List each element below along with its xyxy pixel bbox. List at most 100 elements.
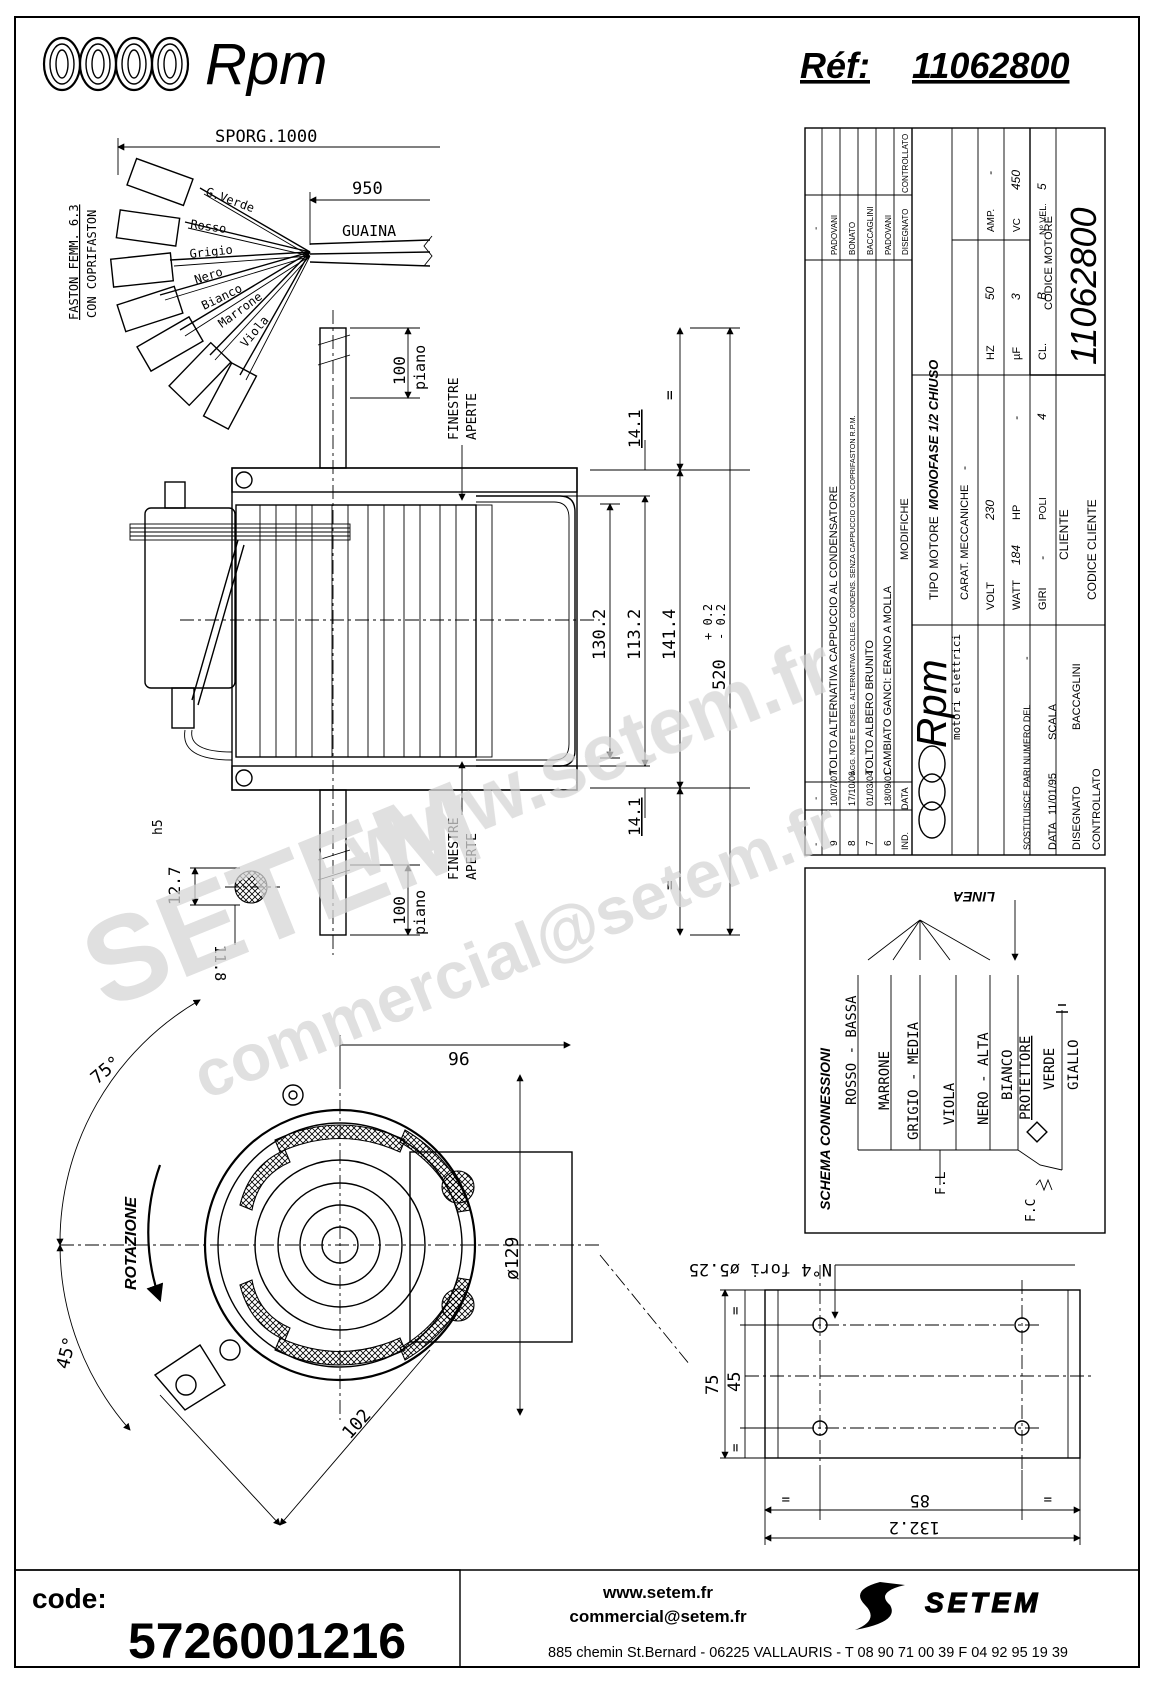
cable-drawing: SPORG.1000 950 GUAINA G.Verde Rosso Grig… [67,127,440,431]
ref-value: 11062800 [912,45,1070,86]
rotation-label: ROTAZIONE [123,1196,140,1290]
dim-eq-3: = [782,1491,790,1507]
sporg-dimension: SPORG.1000 [215,127,317,147]
svg-text:AGG. NOTE E DISEG. ALTERNATIVA: AGG. NOTE E DISEG. ALTERNATIVA COLLEG. C… [848,415,857,775]
wire-label: Viola [238,313,272,350]
reference: Réf: 11062800 [800,45,1070,86]
svg-text:10/07/07: 10/07/07 [829,771,839,806]
codice-cliente-label: CODICE CLIENTE [1085,499,1099,600]
svg-text:VC: VC [1012,218,1023,232]
shaft-tolerance: h5 [151,819,166,835]
svg-text:DATA: DATA [1047,822,1059,850]
svg-text:3: 3 [1009,293,1023,300]
svg-text:Rpm: Rpm [908,659,955,748]
codice-motore-label: CODICE MOTORE [1043,216,1055,310]
side-view: 130.2 113.2 141.4 520 + 0.2 - 0.2 = = 14… [129,310,750,955]
svg-text:9: 9 [829,840,840,846]
svg-text:5: 5 [1035,183,1049,190]
swoosh-icon [855,1582,905,1630]
svg-text:µF: µF [1011,347,1023,360]
dim-14-1-top: 14.1 [625,409,644,448]
svg-text:17/10/06: 17/10/06 [847,771,857,806]
dim-75: 75 [703,1375,723,1395]
svg-text:VERDE: VERDE [1042,1048,1058,1090]
dim-520-tol-minus: - 0.2 [714,604,728,640]
carat-value: - [957,466,971,470]
svg-text:8: 8 [847,840,858,846]
dim-eq-bot: = [660,880,679,890]
svg-text:HZ: HZ [985,345,997,360]
footer: code: 5726001216 www.setem.fr commercial… [14,1569,1140,1669]
svg-text:BIANCO: BIANCO [1000,1049,1016,1100]
finestre-top: FINESTRE [447,377,462,440]
revision-row: 9 10/07/07 TOLTO ALTERNATIVA CAPPUCCIO A… [828,215,840,846]
piano-top: piano [411,345,429,390]
svg-text:motori elettrici: motori elettrici [950,634,963,740]
svg-text:VIOLA: VIOLA [942,1082,958,1125]
wire-label: Rosso [190,217,228,236]
angle-75: 75° [87,1052,125,1089]
revision-row: 7 01/03/04 TOLTO ALBERO BRUNITO BACCAGLI… [864,207,876,846]
svg-text:CAMBIATO GANCI: ERANO A MOLLA: CAMBIATO GANCI: ERANO A MOLLA [882,585,894,775]
aperte-top: APERTE [465,393,480,440]
dim-11-8: 11.8 [211,945,229,981]
svg-text:-: - [811,843,822,846]
svg-text:-: - [1009,416,1023,420]
svg-text:NERO - ALTA: NERO - ALTA [976,1032,992,1125]
svg-text:PROTETTORE: PROTETTORE [1018,1036,1034,1120]
col-disegnato: DISEGNATO [901,209,910,255]
connection-schema: SCHEMA CONNESSIONI LINEA ROSSO - BASSA M… [804,867,1106,1234]
svg-text:TOLTO ALBERO BRUNITO: TOLTO ALBERO BRUNITO [864,640,876,775]
faston-connector-icons [109,157,258,431]
dim-85: 85 [910,1490,930,1510]
footer-website: www.setem.fr [602,1583,713,1602]
svg-text:CL.: CL. [1037,343,1049,360]
logo-text: Rpm [205,32,327,97]
dim-520: 520 [710,659,730,690]
svg-text:SCALA: SCALA [1047,703,1059,740]
dim-102: 102 [338,1405,375,1443]
svg-text:4: 4 [1035,413,1049,420]
svg-text:6: 6 [883,840,894,846]
dim-eq-1: = [728,1307,744,1315]
col-ind: IND. [900,832,910,850]
svg-text:-: - [983,171,997,175]
coil-logo-icon [918,745,946,839]
lamination-slots [259,504,493,758]
svg-text:18/09/01: 18/09/01 [883,771,893,806]
svg-text:230: 230 [983,500,997,521]
svg-text:-: - [811,797,822,800]
finestre-bot: FINESTRE [447,817,462,880]
tipo-motore-value: MONOFASE 1/2 CHIUSO [926,360,941,510]
faston-label-2: CON COPRIFASTON [85,210,99,318]
dim-eq-2: = [728,1444,744,1452]
coil-logo-icon [42,36,190,92]
rpm-logo: Rpm [42,32,327,97]
sostituisce-label: SOSTITUISCE PARI NUMERO DEL [1022,705,1032,850]
sheath-label: GUAINA [342,222,396,240]
dim-132-2: 132.2 [889,1517,940,1537]
fl-label: F.L [934,1171,949,1195]
dim-129: ø129 [502,1237,523,1280]
fc-label: F.C [1024,1199,1039,1222]
faston-label-1: FASTON FEMM. 6.3 [67,204,81,320]
svg-text:B: B [1035,292,1049,300]
svg-text:BONATO: BONATO [848,222,857,255]
setem-logo: SETEM [855,1582,1041,1630]
footer-email: commercial@setem.fr [569,1607,747,1626]
svg-text:-: - [1035,556,1049,560]
svg-text:VOLT: VOLT [985,582,997,610]
dim-96: 96 [448,1049,470,1070]
codice-motore-value: 11062800 [1063,208,1104,366]
code-label: code: [32,1583,107,1614]
revision-row: 8 17/10/06 AGG. NOTE E DISEG. ALTERNATIV… [847,222,858,846]
svg-text:PADOVANI: PADOVANI [830,215,839,255]
setem-brand: SETEM [925,1587,1041,1618]
svg-text:CONTROLLATO: CONTROLLATO [1091,768,1103,850]
svg-text:7: 7 [865,840,876,846]
dim-100-top: 100 [390,356,409,385]
svg-text:GRIGIO - MEDIA: GRIGIO - MEDIA [906,1021,922,1140]
linea-label: LINEA [953,889,995,905]
wire-label: Grigio [189,243,234,261]
holes-note: N°4 fori ø5.25 [689,1259,832,1279]
